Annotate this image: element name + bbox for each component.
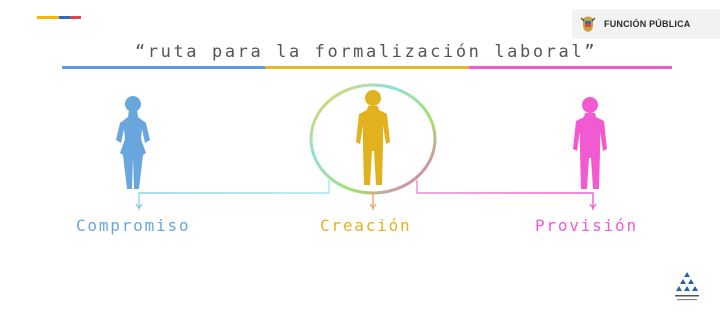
diagram-title: “ruta para la formalización laboral” (134, 42, 598, 62)
stage-label-creacion: Creación (320, 216, 412, 235)
logo-text: FUNCIÓN PÚBLICA (604, 19, 691, 29)
connector-line-compromiso (138, 180, 330, 210)
colombia-coat-of-arms-icon (580, 16, 596, 32)
connector-line-provision (416, 180, 594, 210)
male-figure-icon (356, 90, 390, 185)
arrow-icon (369, 203, 377, 209)
female-figure-icon (116, 96, 150, 189)
male-figure-icon (573, 97, 607, 189)
title-underline (62, 66, 672, 69)
funcion-publica-logo[interactable]: FUNCIÓN PÚBLICA (572, 9, 720, 39)
arrow-icon (589, 203, 597, 209)
stage-label-compromiso: Compromiso (76, 216, 191, 235)
stage-label-provision: Provisión (535, 216, 638, 235)
colombia-flag-stripe (37, 16, 81, 19)
cepa-pyramid-logo-icon (675, 272, 699, 301)
arrow-icon (135, 203, 143, 209)
